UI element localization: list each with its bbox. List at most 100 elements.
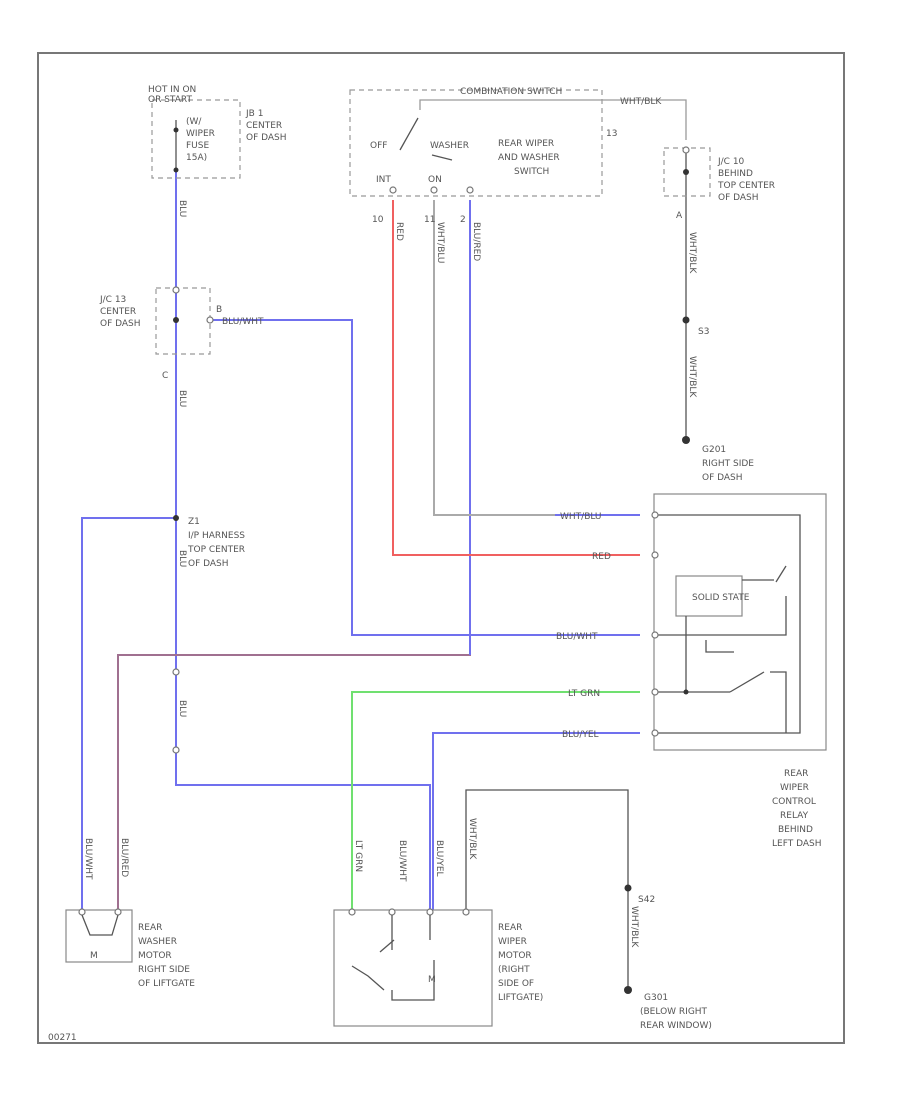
relay-box [653,493,827,751]
label-vert-blu-yel: BLU/YEL [434,840,444,877]
label-blu-wht-top: BLU/WHT [222,317,264,327]
g201-name-2: RIGHT SIDE [702,459,754,469]
jc13-pin-c: C [162,371,168,381]
solid-state-label: SOLID STATE [692,593,750,603]
label-blu-yel: BLU/YEL [562,730,599,740]
harness-pin-2 [172,746,180,754]
switch-pin-label-1: 10 [372,215,384,225]
washer-name-3: MOTOR [138,951,172,961]
relay-line-635 [655,596,787,636]
harness-z1-splice [173,515,179,521]
fuse-label-2: WIPER [186,129,215,139]
relay-pin-5 [651,729,659,737]
label-vert-blu-red: BLU/RED [471,222,481,261]
jc13-box [155,287,211,355]
relay-pin-2 [651,551,659,559]
fuse-block-name-2: CENTER [246,121,282,131]
label-vert-wht-blk: WHT/BLK [687,232,697,274]
wiper-name-6: LIFTGATE) [498,993,543,1003]
wire-blu-main [175,170,431,910]
g301-name-2: (BELOW RIGHT [640,1007,708,1017]
washer-name-1: REAR [138,923,162,933]
washer-name-2: WASHER [138,937,177,947]
switch-pos-on: ON [428,175,442,185]
combination-switch-box [349,89,603,197]
fuse-label-3: FUSE [186,141,209,151]
wire-blu-wht-washer [81,517,176,912]
fuse-label-4: 15A) [186,153,207,163]
label-vert-blu-4: BLU [177,700,187,717]
jc10-name-2: BEHIND [718,169,753,179]
splice-s3 [682,316,690,324]
washer-motor-symbol: M [90,951,98,961]
relay-contact-2 [705,640,734,653]
switch-name-2: AND WASHER [498,153,560,163]
wire-main-blue [175,170,431,910]
label-vert-wht-blk-3: WHT/BLK [467,818,477,860]
splice-s3-label: S3 [698,327,709,337]
label-vert-blu-wht-wiper: BLU/WHT [397,840,407,882]
label-lt-grn: LT GRN [568,689,600,699]
relay-name-5: BEHIND [778,825,813,835]
switch-pin-1 [389,186,397,194]
washer-name-5: OF LIFTGATE [138,979,195,989]
fuse-block-box [151,99,241,179]
wire-lt-grn [351,691,640,910]
hot-label-2: OR START [148,95,192,105]
harness-name-3: TOP CENTER [187,545,245,555]
relay-name-2: WIPER [780,783,809,793]
g201-name-1: G201 [702,445,726,455]
harness-name-2: I/P HARNESS [188,531,245,541]
label-vert-blu-wht-washer: BLU/WHT [83,838,93,880]
label-vert-blu-3: BLU [177,550,187,567]
harness-name-4: OF DASH [188,559,229,569]
wiper-motor-box [333,909,493,1027]
label-vert-blu: BLU [177,200,187,217]
label-vert-blu-2: BLU [177,390,187,407]
wire-blu-wht-relay [210,319,640,636]
fuse-block-name-1: JB 1 [245,109,263,119]
label-wht-blu: WHT/BLU [560,512,602,522]
fuse-terminal-top [173,127,179,133]
wire-red [392,200,640,556]
relay-name-4: RELAY [780,811,809,821]
wiper-motor-symbol: M [428,975,436,985]
jc10-pin-top [682,146,690,154]
switch-pin-label-3: 2 [460,215,466,225]
relay-pin-3 [651,631,659,639]
g301-name-3: REAR WINDOW) [640,1021,712,1031]
combination-switch-title: COMBINATION SWITCH [460,87,562,97]
wiper-pin-2 [388,908,396,916]
jc10-splice [683,169,689,175]
jc13-name-1: J/C 13 [99,295,126,305]
wiper-name-1: REAR [498,923,522,933]
hot-label-1: HOT IN ON [148,85,196,95]
splice-s42 [624,884,632,892]
solid-state-box [675,575,743,617]
wiper-name-3: MOTOR [498,951,532,961]
wiper-name-5: SIDE OF [498,979,534,989]
switch-blade-2 [431,154,453,161]
wiper-name-2: WIPER [498,937,527,947]
washer-motor-box [65,909,133,963]
wiper-name-4: (RIGHT [498,965,530,975]
fuse-label-1: (W/ [186,117,202,127]
washer-motor-wiring [81,914,119,936]
switch-pin-3 [466,186,474,194]
switch-pos-washer: WASHER [430,141,469,151]
relay-contact-3b [770,671,787,733]
relay-name-3: CONTROL [772,797,816,807]
wiper-pin-3 [426,908,434,916]
wire-blu-yel [432,732,640,910]
wiper-pin-4 [462,908,470,916]
washer-name-4: RIGHT SIDE [138,965,190,975]
jc13-name-3: OF DASH [100,319,141,329]
harness-pin-1 [172,668,180,676]
label-vert-wht-blk-2: WHT/BLK [687,356,697,398]
label-vert-wht-blu: WHT/BLU [435,222,445,264]
harness-name-1: Z1 [188,517,200,527]
label-wht-blk-top: WHT/BLK [620,97,662,107]
diagram-frame [37,52,845,1044]
diagram-code: 00271 [48,1033,77,1043]
